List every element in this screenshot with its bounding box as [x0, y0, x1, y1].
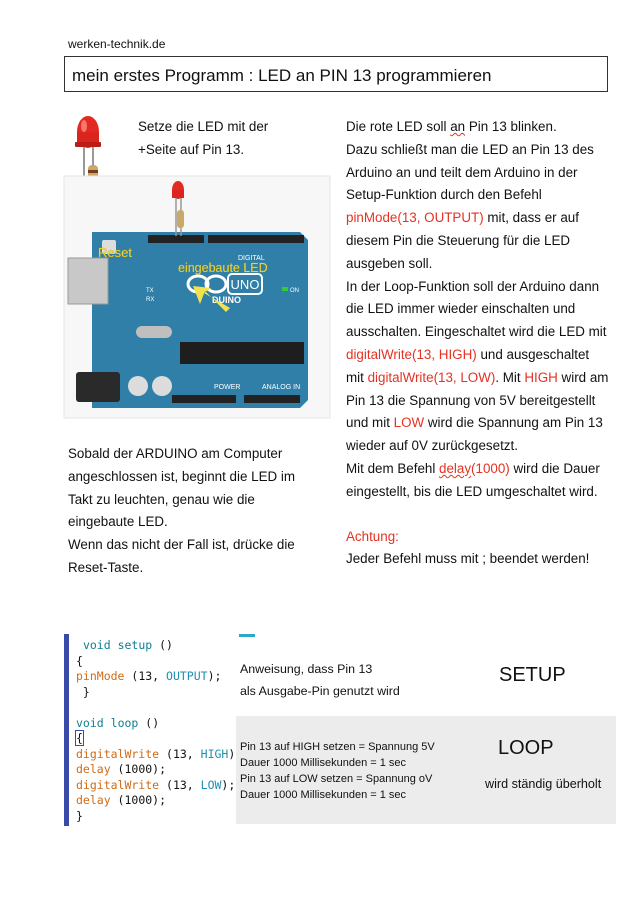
site-name: werken-technik.de [68, 37, 166, 51]
analog-label: ANALOG IN [262, 384, 300, 391]
digital-label: DIGITAL [238, 255, 265, 262]
connect-instruction: Sobald der ARDUINO am Computer angeschlo… [68, 443, 318, 580]
code-block: void setup () { pinMode (13, OUTPUT); } … [64, 634, 242, 826]
instruction-line: angeschlossen ist, beginnt die LED im [68, 468, 296, 484]
loop-description: Pin 13 auf HIGH setzen = Spannung 5V Dau… [240, 741, 435, 801]
builtin-led-annotation: eingebaute LED [178, 261, 268, 275]
rx-label: RX [146, 297, 154, 303]
arduino-illustration: UNO DUINO POWER ANALOG IN DIGITAL TX RX … [63, 116, 331, 419]
tx-label: TX [146, 288, 154, 294]
instruction-line: eingebaute LED. [68, 514, 168, 530]
loop-note: wird ständig überholt [485, 777, 602, 791]
setup-label: SETUP [499, 664, 566, 686]
explanation-text: Die rote LED soll an Pin 13 blinken. Daz… [346, 116, 616, 571]
led-instruction: Setze die LED mit der +Seite auf Pin 13. [138, 116, 308, 162]
arduino-board: UNO DUINO POWER ANALOG IN DIGITAL TX RX … [67, 232, 308, 408]
page-title: mein erstes Programm : LED an PIN 13 pro… [64, 56, 608, 92]
instruction-line: Sobald der ARDUINO am Computer [68, 446, 283, 461]
brand-label: DUINO [212, 295, 241, 305]
arrow-icon [193, 286, 230, 312]
loop-panel [236, 716, 616, 824]
warning-heading: Achtung: [346, 528, 399, 544]
instruction-line: Wenn das nicht der Fall ist, drücke die [68, 537, 295, 553]
power-label: POWER [214, 384, 240, 391]
pinmode-command: pinMode(13, OUTPUT) [346, 210, 484, 226]
power-jack-icon [76, 372, 120, 402]
instruction-line: Reset-Taste. [68, 559, 144, 575]
instruction-line: Takt zu leuchten, genau wie die [68, 491, 255, 507]
uno-label: UNO [231, 277, 260, 292]
warning-text: Jeder Befehl muss mit ; beendet werden! [346, 551, 590, 567]
loop-label: LOOP [498, 737, 554, 759]
reset-button-icon [102, 240, 116, 254]
microcontroller-chip [180, 342, 304, 364]
code-listing: void setup () { pinMode (13, OUTPUT); } … [75, 638, 242, 823]
instruction-line: +Seite auf Pin 13. [138, 141, 245, 157]
digitalwrite-high-command: digitalWrite(13, HIGH) [346, 346, 477, 362]
reset-annotation: Reset [98, 245, 132, 260]
setup-description: Anweisung, dass Pin 13 als Ausgabe-Pin g… [240, 662, 400, 698]
pin13-led-icon [172, 181, 184, 236]
instruction-line: Setze die LED mit der [138, 119, 269, 134]
on-label: ON [290, 288, 299, 294]
usb-port-icon [67, 257, 109, 305]
